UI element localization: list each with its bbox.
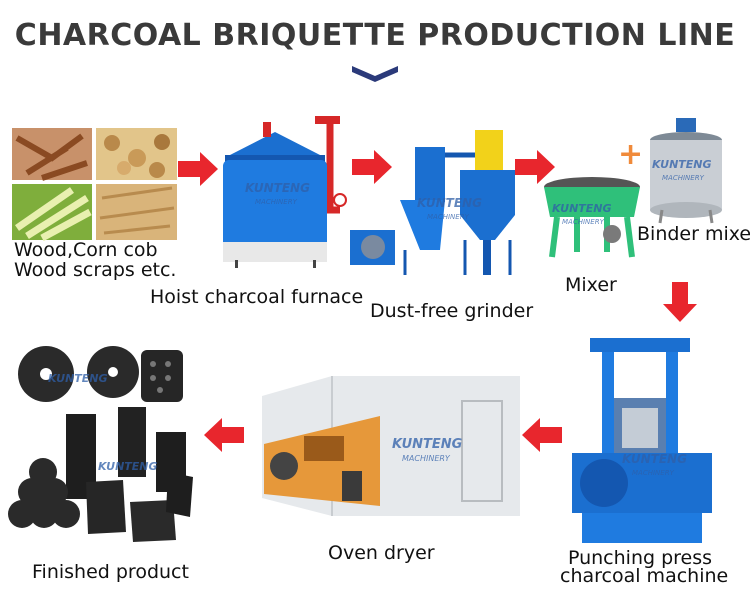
svg-text:KUNTENG: KUNTENG bbox=[552, 202, 612, 215]
svg-text:MACHINERY: MACHINERY bbox=[562, 218, 605, 226]
svg-text:KUNTENG: KUNTENG bbox=[622, 452, 687, 466]
hoist-furnace-image: KUNTENG MACHINERY bbox=[223, 116, 347, 268]
arrow-down-icon bbox=[663, 282, 697, 322]
dust-free-grinder-image: KUNTENG MACHINERY bbox=[350, 130, 515, 275]
plus-sign: + bbox=[618, 137, 644, 172]
arrow-right-icon bbox=[352, 150, 392, 184]
arrow-right-icon bbox=[515, 150, 555, 184]
svg-text:MACHINERY: MACHINERY bbox=[255, 198, 298, 206]
svg-text:KUNTENG: KUNTENG bbox=[98, 460, 158, 473]
binder-mixer-image: KUNTENG MACHINERY bbox=[650, 118, 722, 224]
punching-press-label-line2: charcoal machine bbox=[560, 565, 729, 587]
svg-text:KUNTENG: KUNTENG bbox=[652, 158, 712, 171]
raw-materials-image bbox=[12, 128, 177, 242]
oven-dryer-label: Oven dryer bbox=[328, 542, 435, 564]
binder-mixer-label: Binder mixer bbox=[637, 223, 750, 245]
mixer-image: KUNTENG MACHINERY bbox=[544, 177, 640, 258]
arrow-right-icon bbox=[178, 152, 218, 186]
oven-dryer-image: KUNTENG MACHINERY bbox=[262, 376, 520, 516]
page-title: CHARCOAL BRIQUETTE PRODUCTION LINE bbox=[14, 18, 736, 53]
finished-product-label: Finished product bbox=[32, 561, 189, 583]
svg-text:KUNTENG: KUNTENG bbox=[245, 181, 310, 195]
svg-text:MACHINERY: MACHINERY bbox=[662, 174, 705, 182]
punching-press-label-line1: Punching press bbox=[567, 547, 713, 569]
svg-text:MACHINERY: MACHINERY bbox=[402, 454, 451, 463]
grinder-label: Dust-free grinder bbox=[370, 300, 534, 322]
mixer-label: Mixer bbox=[565, 274, 617, 296]
svg-text:KUNTENG: KUNTENG bbox=[392, 437, 463, 452]
raw-materials-label-line1: Wood,Corn cob bbox=[14, 239, 158, 261]
arrow-left-icon bbox=[522, 418, 562, 452]
furnace-label: Hoist charcoal furnace bbox=[150, 286, 364, 308]
chevron-down-icon bbox=[352, 66, 398, 82]
svg-text:KUNTENG: KUNTENG bbox=[48, 372, 108, 385]
arrow-left-icon bbox=[204, 418, 244, 452]
raw-materials-label-line2: Wood scraps etc. bbox=[14, 259, 177, 281]
punching-press-image: KUNTENG MACHINERY bbox=[572, 338, 712, 543]
svg-text:MACHINERY: MACHINERY bbox=[427, 213, 470, 221]
svg-text:KUNTENG: KUNTENG bbox=[417, 196, 482, 210]
finished-product-image: KUNTENG KUNTENG bbox=[8, 346, 193, 542]
svg-text:MACHINERY: MACHINERY bbox=[632, 469, 675, 477]
